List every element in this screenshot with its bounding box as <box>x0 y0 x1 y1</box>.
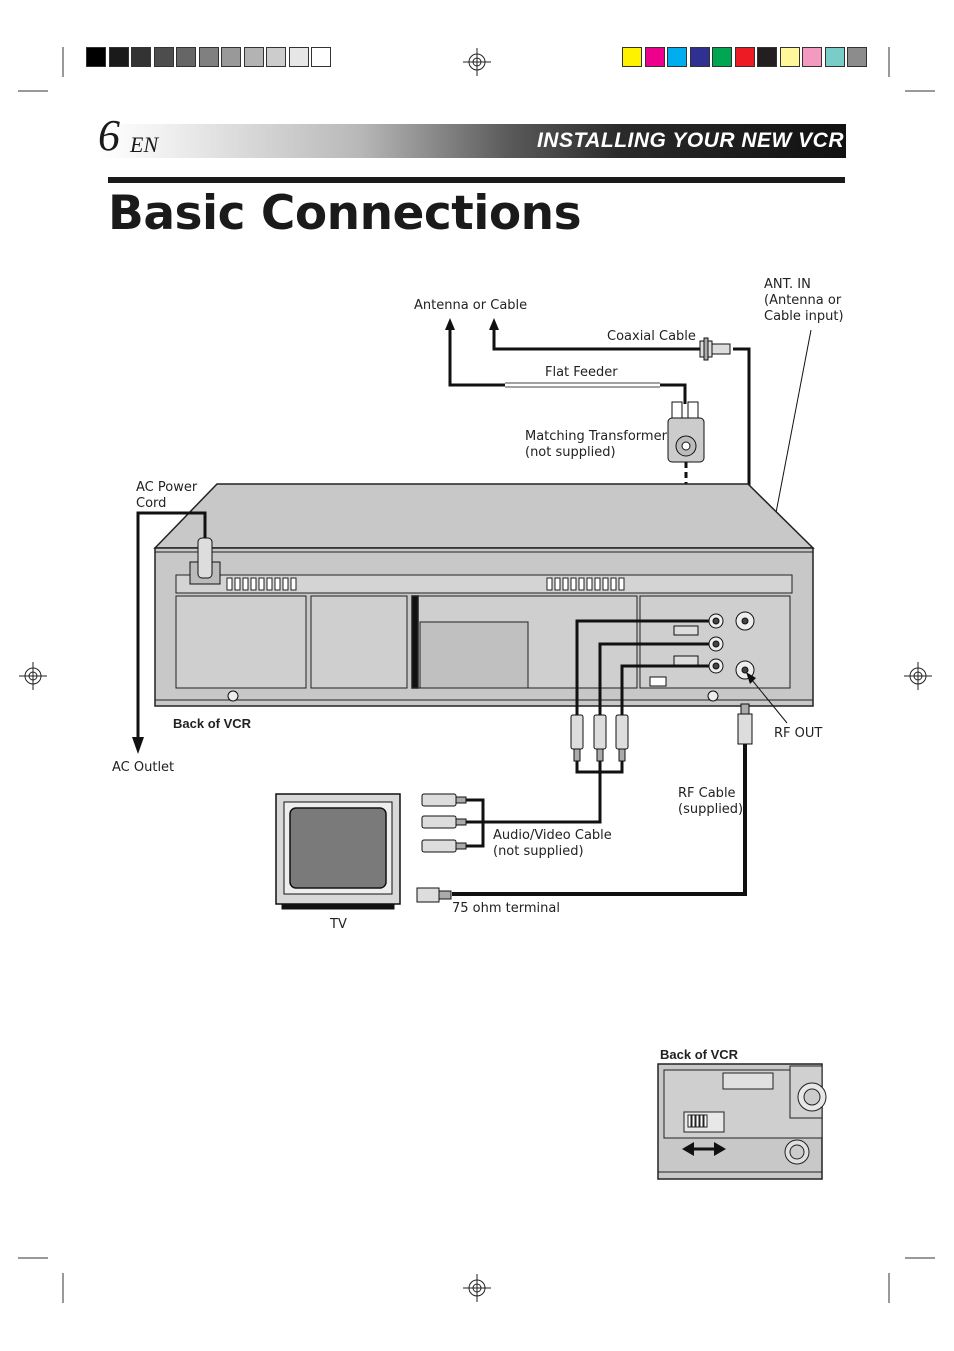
registration-target-right <box>904 662 932 690</box>
flat-feeder <box>505 382 660 388</box>
antenna-arrow-2 <box>445 318 455 330</box>
calibration-swatch <box>176 47 196 67</box>
header-band <box>98 124 846 158</box>
double-arrow-icon <box>682 1142 726 1156</box>
vcr-vents <box>226 577 625 591</box>
label-ac-power-cord: AC Power Cord <box>136 480 198 511</box>
tv-set <box>275 793 401 910</box>
inset-back-panel <box>657 1063 827 1180</box>
coaxial-plug <box>699 337 731 361</box>
calibration-swatch <box>824 47 845 67</box>
calibration-swatch <box>847 47 867 67</box>
page-number: 6 <box>98 111 120 160</box>
section-title: INSTALLING YOUR NEW VCR <box>536 129 844 152</box>
title-rule <box>108 177 845 183</box>
calibration-swatch <box>108 47 129 67</box>
calibration-swatch <box>131 47 151 67</box>
registration-target-left <box>19 662 47 690</box>
antenna-arrow-1 <box>489 318 499 330</box>
label-back-of-vcr: Back of VCR <box>173 716 252 731</box>
calibration-swatch <box>712 47 732 67</box>
label-rf-cable: RF Cable (supplied) <box>678 786 744 817</box>
calibration-swatch <box>667 47 687 67</box>
label-flat-feeder: Flat Feeder <box>545 365 618 380</box>
label-rf-out: RF OUT <box>774 726 823 741</box>
label-coaxial-cable: Coaxial Cable <box>607 329 696 344</box>
vcr-jacks <box>227 611 755 702</box>
calibration-swatch <box>243 47 264 67</box>
calibration-swatch <box>757 47 777 67</box>
calibration-swatch <box>644 47 665 67</box>
label-ac-outlet: AC Outlet <box>112 760 175 775</box>
label-matching-transformer: Matching Transformer (not supplied) <box>525 429 667 460</box>
registration-target-bottom <box>463 1274 491 1302</box>
calibration-swatch <box>153 47 174 67</box>
calibration-swatch <box>198 47 219 67</box>
calibration-swatch <box>779 47 800 67</box>
calibration-swatch <box>311 47 331 67</box>
language-code: EN <box>130 132 159 157</box>
calibration-swatch <box>622 47 642 67</box>
matching-transformer <box>667 401 705 463</box>
calibration-swatch <box>266 47 286 67</box>
registration-target-top <box>463 48 491 76</box>
calibration-swatch <box>86 47 106 67</box>
label-av-cable: Audio/Video Cable (not supplied) <box>493 828 612 859</box>
rf-plugs <box>416 703 753 903</box>
label-tv: TV <box>330 917 347 932</box>
av-plugs <box>421 714 629 853</box>
calibration-swatch <box>734 47 755 67</box>
inset-label-back-of-vcr: Back of VCR <box>660 1047 739 1062</box>
label-75-ohm-terminal: 75 ohm terminal <box>452 901 560 916</box>
calibration-swatch <box>288 47 309 67</box>
inset-switch-vents <box>687 1114 708 1128</box>
label-antenna-or-cable: Antenna or Cable <box>414 298 528 313</box>
label-ant-in: ANT. IN (Antenna or Cable input) <box>764 277 844 324</box>
calibration-swatch <box>689 47 710 67</box>
calibration-swatch <box>221 47 241 67</box>
calibration-swatch <box>802 47 822 67</box>
ac-outlet-arrow <box>132 737 144 754</box>
page-title: Basic Connections <box>108 186 582 241</box>
